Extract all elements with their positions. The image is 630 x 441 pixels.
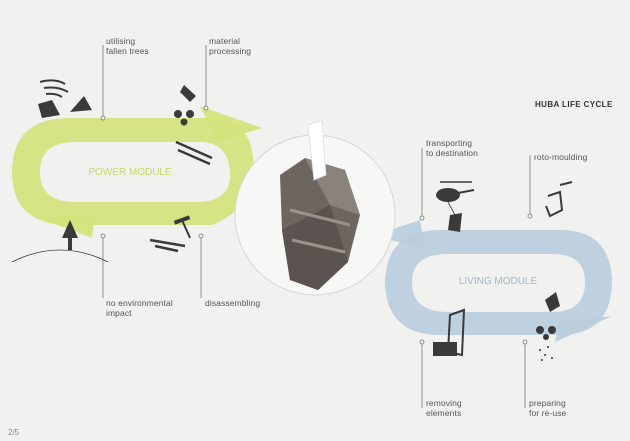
mould-icon <box>545 181 573 218</box>
step-no-environmental-impact: no environmental impact <box>106 298 173 318</box>
step-material-processing: material processing <box>209 36 252 56</box>
power-module-label: POWER MODULE <box>88 167 172 178</box>
diagram-title: HUBA LIFE CYCLE <box>535 100 613 109</box>
processing-icon <box>174 85 196 126</box>
fallen-tree-icon <box>38 96 92 118</box>
power-module-loop <box>12 106 262 238</box>
step-fallen-trees: utilising fallen trees <box>106 36 149 56</box>
wind-icon <box>39 79 69 98</box>
helicopter-icon <box>436 181 475 232</box>
step-preparing: preparing for re-use <box>529 398 567 418</box>
living-module-loop <box>372 220 612 342</box>
leader-lines <box>100 45 533 408</box>
module-render-circle <box>234 119 396 296</box>
planks-icon <box>175 140 213 166</box>
standing-tree-icon <box>11 220 109 263</box>
living-module-label: LIVING MODULE <box>459 276 538 287</box>
page-number: 2/5 <box>8 428 20 437</box>
step-removing-elements: removing elements <box>426 398 462 418</box>
removal-icon <box>433 308 466 357</box>
step-roto-moulding: roto-moulding <box>534 152 588 162</box>
step-disassembling: disassembling <box>205 298 261 308</box>
grinder-icon <box>536 292 560 361</box>
step-transporting: transporting to destination <box>426 138 478 158</box>
hammer-icon <box>149 215 191 253</box>
